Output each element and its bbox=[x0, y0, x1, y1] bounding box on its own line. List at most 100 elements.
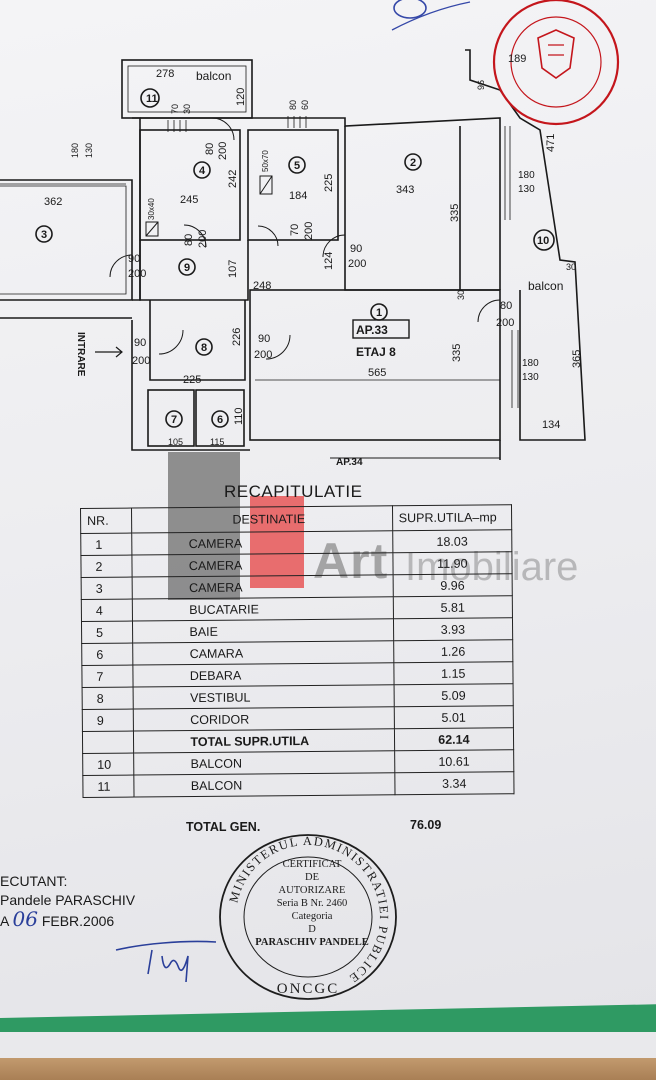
room-6-marker bbox=[211, 410, 229, 428]
dim-30x40: 30x40 bbox=[147, 198, 156, 220]
dim-180a: 180 bbox=[70, 143, 80, 158]
door-5-width: 70 bbox=[289, 224, 301, 236]
dim-107: 107 bbox=[227, 260, 239, 278]
door-9-inner-width: 80 bbox=[183, 234, 195, 246]
door-9-width: 90 bbox=[128, 253, 140, 265]
room-7-number: 7 bbox=[171, 414, 177, 426]
cell-dest: CAMERA bbox=[132, 574, 393, 600]
dim-134: 134 bbox=[542, 419, 560, 431]
room-4-marker bbox=[193, 161, 211, 179]
dim-105: 105 bbox=[168, 437, 183, 447]
stamp-line-5: Categoria bbox=[291, 911, 333, 922]
closet-7-outline bbox=[147, 389, 195, 447]
room-4-outline bbox=[139, 129, 241, 241]
closet-6-outline bbox=[195, 389, 245, 447]
cell-nr: 5 bbox=[81, 621, 134, 644]
room-8-marker bbox=[195, 338, 213, 356]
door-8-width: 90 bbox=[134, 337, 146, 349]
dim-130a: 130 bbox=[84, 143, 94, 158]
door-10-height: 200 bbox=[496, 317, 514, 329]
cell-nr: 8 bbox=[82, 687, 134, 710]
cell-dest: DEBARA bbox=[133, 662, 394, 688]
cell-dest: CAMARA bbox=[133, 640, 394, 666]
entrance-label: INTRARE bbox=[75, 332, 86, 377]
cell-val: 62.14 bbox=[394, 727, 514, 751]
executant-date: A 06 FEBR.2006 bbox=[0, 907, 115, 931]
dim-226: 226 bbox=[231, 328, 243, 346]
stamp-line-3: AUTORIZARE bbox=[278, 885, 346, 896]
cell-val: 1.15 bbox=[393, 661, 514, 685]
cell-val: 1.26 bbox=[393, 639, 513, 663]
room-6-number: 6 bbox=[217, 414, 223, 426]
executant-block: ECUTANT: Pandele PARASCHIV A 06 FEBR.200… bbox=[0, 872, 135, 929]
dim-130c: 130 bbox=[522, 372, 539, 383]
dim-96: 96 bbox=[476, 80, 486, 90]
room-10-number: 10 bbox=[537, 235, 549, 247]
room-4-number: 4 bbox=[199, 165, 206, 177]
cell-dest: BALCON bbox=[134, 750, 395, 776]
door-8-height: 200 bbox=[132, 355, 150, 367]
vestibule-8-outline bbox=[149, 300, 246, 381]
balcony-10-outline bbox=[465, 49, 586, 441]
cell-val: 3.93 bbox=[393, 617, 513, 641]
room-2-marker bbox=[404, 153, 422, 171]
cell-val: 9.96 bbox=[392, 573, 513, 597]
balcony-10-label: balcon bbox=[528, 279, 563, 293]
dim-30a: 30 bbox=[566, 262, 576, 272]
dim-115: 115 bbox=[210, 437, 224, 447]
room-11-number: 11 bbox=[146, 93, 158, 105]
dim-365: 365 bbox=[571, 350, 583, 368]
stamp-line-7: PARASCHIV PANDELE bbox=[255, 937, 369, 948]
dim-245: 245 bbox=[180, 194, 198, 206]
cell-nr: 4 bbox=[81, 599, 133, 622]
door-2-width: 90 bbox=[350, 243, 362, 255]
door-4-height: 200 bbox=[217, 142, 229, 160]
dim-565: 565 bbox=[368, 367, 386, 379]
total-general-label: TOTAL GEN. bbox=[186, 820, 261, 834]
dim-242: 242 bbox=[227, 170, 239, 188]
room-7-marker bbox=[165, 410, 183, 428]
date-day-handwritten: 06 bbox=[12, 907, 38, 931]
dim-130b: 130 bbox=[518, 184, 535, 195]
cell-dest: BAIE bbox=[132, 618, 394, 644]
dim-278: 278 bbox=[156, 68, 174, 80]
date-month-year: FEBR.2006 bbox=[41, 913, 115, 929]
room-11-marker bbox=[140, 88, 160, 108]
total-general-value: 76.09 bbox=[410, 818, 442, 832]
dim-189: 189 bbox=[508, 53, 526, 65]
green-surface bbox=[0, 1004, 656, 1032]
door-9-inner-height: 200 bbox=[197, 230, 209, 248]
dim-180c: 180 bbox=[522, 358, 539, 369]
cadastre-stamp bbox=[391, 0, 620, 126]
dim-50x70: 50x70 bbox=[261, 150, 270, 172]
cell-nr: 2 bbox=[80, 555, 133, 578]
dim-30b: 30 bbox=[456, 290, 466, 300]
dim-30-window: 30 bbox=[182, 104, 192, 114]
dim-362: 362 bbox=[44, 196, 62, 208]
cell-val: 10.61 bbox=[394, 749, 514, 773]
dim-248: 248 bbox=[253, 280, 271, 292]
dim-335a: 335 bbox=[449, 204, 461, 222]
dim-124: 124 bbox=[323, 252, 335, 270]
balcony-11-label: balcon bbox=[196, 69, 231, 83]
floor-label: ETAJ 8 bbox=[356, 345, 396, 359]
dim-180b: 180 bbox=[518, 170, 535, 181]
cell-dest: CAMERA bbox=[132, 530, 393, 556]
door-1-width: 90 bbox=[258, 333, 270, 345]
cell-nr: 1 bbox=[80, 533, 133, 556]
cell-nr bbox=[82, 731, 135, 754]
dim-120: 120 bbox=[235, 88, 247, 106]
room-1-outline bbox=[249, 289, 501, 441]
cell-dest: CAMERA bbox=[132, 552, 393, 578]
dim-225b: 225 bbox=[183, 374, 201, 386]
cell-dest: VESTIBUL bbox=[133, 684, 394, 710]
dim-225a: 225 bbox=[323, 174, 335, 192]
dim-335b: 335 bbox=[451, 344, 463, 362]
neighbor-apartment: AP.34 bbox=[336, 457, 363, 468]
cell-dest: BALCON bbox=[134, 772, 395, 798]
cell-nr: 10 bbox=[82, 753, 135, 776]
cell-dest: TOTAL SUPR.UTILA bbox=[133, 728, 395, 754]
door-9-height: 200 bbox=[128, 268, 146, 280]
stamp-bottom-text: ONCGC bbox=[277, 981, 340, 997]
